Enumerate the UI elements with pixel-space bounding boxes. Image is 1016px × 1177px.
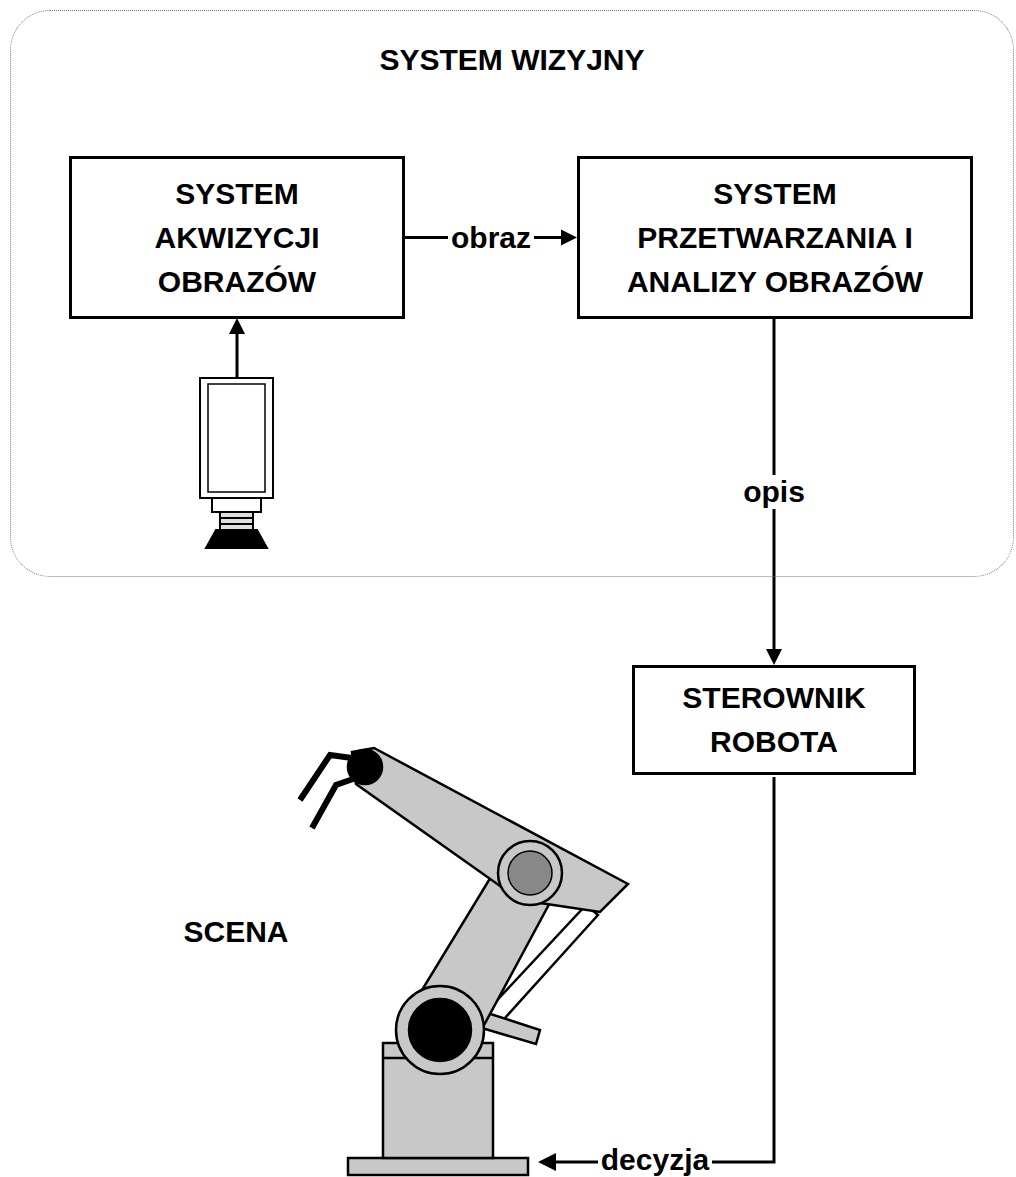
lens-ring: [220, 517, 253, 519]
robot-elbow: [498, 841, 562, 905]
process-box: SYSTEM PRZETWARZANIA I ANALIZY OBRAZÓW: [577, 156, 973, 319]
gripper-finger: [312, 778, 356, 828]
camera-icon: [200, 378, 273, 548]
region-title: SYSTEM WIZYJNY: [11, 38, 1013, 82]
camera-lens: [220, 512, 253, 530]
scene-label: SCENA: [180, 915, 291, 949]
arrow-head: [766, 649, 782, 665]
box-label: SYSTEM PRZETWARZANIA I ANALIZY OBRAZÓW: [620, 172, 930, 304]
robot-illustration: [300, 748, 628, 1175]
edge-label: opis: [740, 475, 808, 509]
arrow-head: [538, 1153, 556, 1171]
edge-label: obraz: [448, 221, 534, 255]
decision-line: [552, 777, 774, 1162]
lens-ring: [220, 523, 253, 525]
vision-system-region: SYSTEM WIZYJNY SYSTEM AKWIZYCJI OBRAZÓW SY…: [10, 10, 1014, 577]
robot-elbow-core: [508, 851, 552, 895]
signal-label: decyzja: [598, 1143, 712, 1177]
camera-body: [200, 378, 273, 498]
robot-shoulder-core: [409, 999, 471, 1061]
arrow-head: [561, 230, 577, 246]
process-box: SYSTEM AKWIZYCJI OBRAZÓW: [69, 156, 405, 319]
lens-front: [206, 530, 267, 548]
camera-mount: [212, 498, 261, 512]
robot-base-plate: [348, 1158, 528, 1175]
arrow-head: [229, 318, 245, 334]
box-label: SYSTEM AKWIZYCJI OBRAZÓW: [120, 172, 354, 304]
camera-panel: [208, 384, 265, 492]
robot-upper-arm: [352, 748, 628, 912]
camera-arrow: [236, 330, 239, 378]
box-label: STEROWNIK ROBOTA: [657, 676, 891, 764]
gripper-finger: [300, 755, 352, 800]
robot-shoulder: [396, 986, 484, 1074]
controller-box: STEROWNIK ROBOTA: [632, 665, 916, 775]
